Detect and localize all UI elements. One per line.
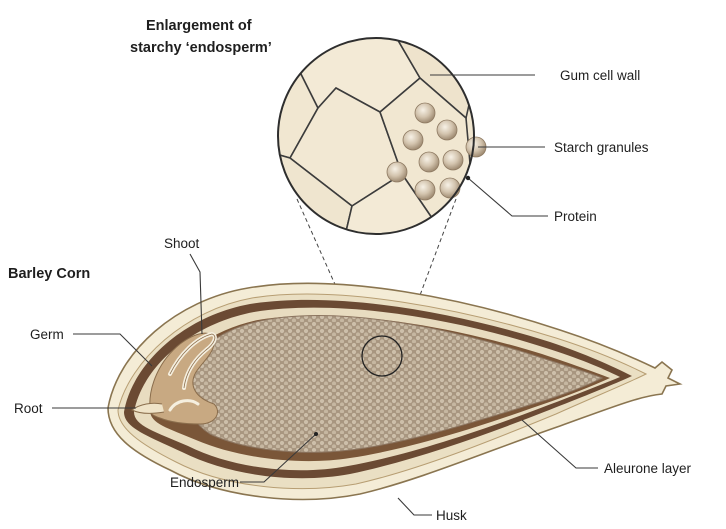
endosperm-dot	[314, 432, 318, 436]
subtitle-barley-corn: Barley Corn	[8, 266, 90, 282]
starch-granule	[443, 150, 463, 170]
protein-dot	[466, 176, 470, 180]
starch-granule	[415, 180, 435, 200]
label-gum-cell-wall: Gum cell wall	[560, 68, 640, 83]
title-line-1: Enlargement of	[146, 18, 252, 34]
starch-granule	[419, 152, 439, 172]
starch-granule	[403, 130, 423, 150]
label-endosperm: Endosperm	[170, 475, 239, 490]
label-shoot: Shoot	[164, 236, 200, 251]
starch-granule	[415, 103, 435, 123]
enlargement-circle	[262, 18, 486, 244]
leader-husk	[398, 498, 432, 515]
label-starch-granules: Starch granules	[554, 140, 649, 155]
starch-granule	[437, 120, 457, 140]
title-line-2: starchy ‘endosperm’	[130, 40, 272, 56]
starch-granule	[440, 178, 460, 198]
label-germ: Germ	[30, 327, 64, 342]
leader-protein	[468, 178, 548, 216]
starch-granule	[387, 162, 407, 182]
barley-corn	[108, 283, 680, 499]
label-root: Root	[14, 401, 43, 416]
label-aleurone-layer: Aleurone layer	[604, 461, 692, 476]
label-husk: Husk	[436, 508, 467, 523]
label-protein: Protein	[554, 209, 597, 224]
